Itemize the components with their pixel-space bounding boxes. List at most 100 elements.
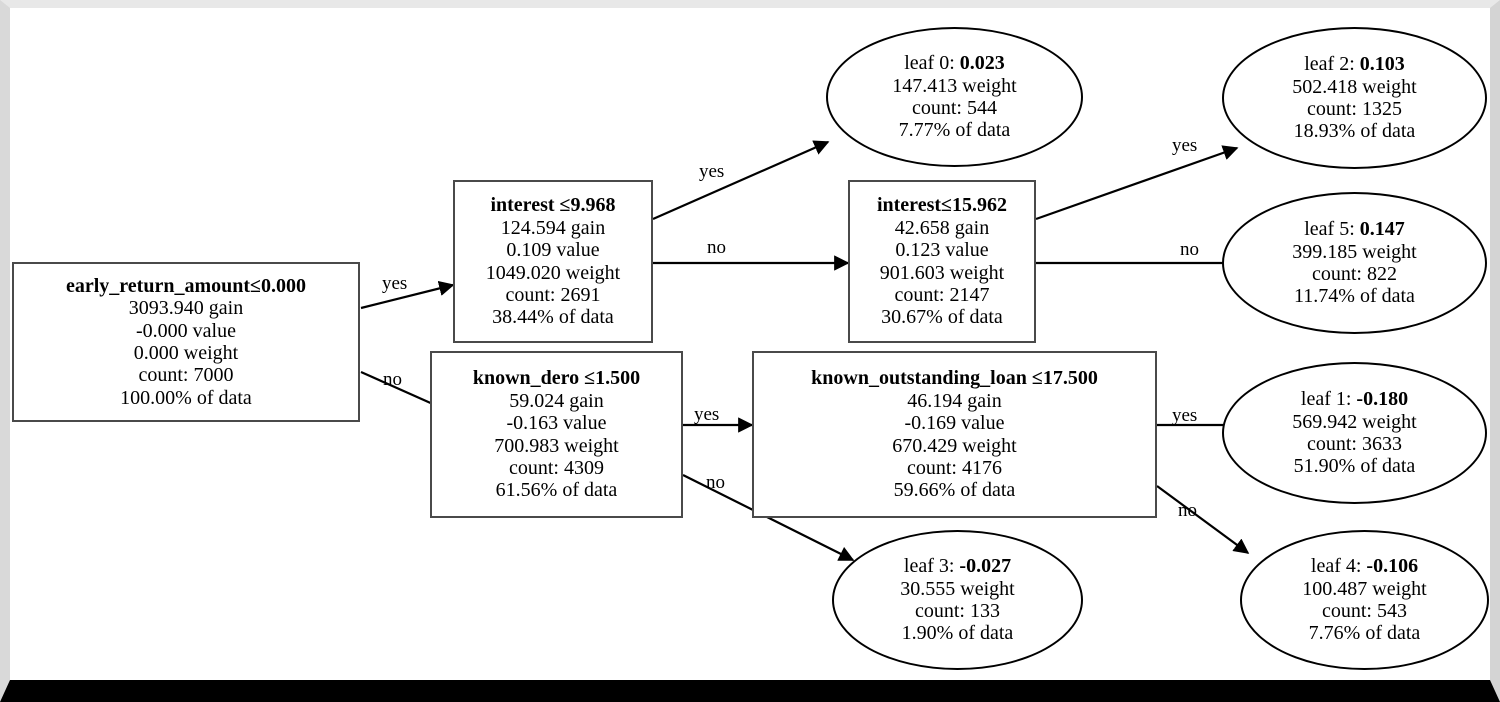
leaf-value: -0.106 bbox=[1366, 555, 1419, 578]
edge-label-interest15962-yes: yes bbox=[1172, 135, 1198, 156]
leaf-count: count: 133 bbox=[915, 600, 1000, 622]
node-weight: 901.603 weight bbox=[879, 261, 1005, 284]
node-header: known_outstanding_loan ≤17.500 bbox=[811, 367, 1098, 389]
node-threshold: 0.000 bbox=[261, 274, 307, 297]
leaf-label: leaf 3: bbox=[903, 555, 960, 578]
node-operator: ≤ bbox=[941, 194, 953, 217]
leaf-header: leaf 5: 0.147 bbox=[1304, 218, 1405, 240]
leaf-node-1[interactable]: leaf 1: -0.180 569.942 weight count: 363… bbox=[1222, 362, 1487, 504]
node-gain: 3093.940 gain bbox=[128, 297, 244, 320]
node-weight: 700.983 weight bbox=[494, 434, 619, 457]
node-value: -0.000 value bbox=[136, 319, 236, 342]
node-pct: 38.44% of data bbox=[492, 306, 614, 329]
leaf-pct: 18.93% of data bbox=[1293, 120, 1416, 143]
node-value: 0.123 value bbox=[895, 239, 989, 262]
edge-label-knowndero-yes: yes bbox=[694, 404, 720, 425]
node-count: count: 4309 bbox=[509, 456, 604, 479]
node-interest-9968[interactable]: interest ≤9.968 124.594 gain 0.109 value… bbox=[453, 180, 653, 343]
leaf-value: -0.027 bbox=[959, 555, 1012, 578]
node-value: 0.109 value bbox=[506, 239, 600, 262]
node-operator: ≤ bbox=[1031, 367, 1043, 390]
node-pct: 61.56% of data bbox=[495, 479, 618, 502]
leaf-label: leaf 1: bbox=[1300, 388, 1357, 411]
leaf-node-0[interactable]: leaf 0: 0.023 147.413 weight count: 544 … bbox=[826, 27, 1083, 167]
node-feature: early_return_amount bbox=[65, 274, 251, 297]
node-known-dero[interactable]: known_dero ≤1.500 59.024 gain -0.163 val… bbox=[430, 351, 683, 518]
leaf-header: leaf 0: 0.023 bbox=[904, 52, 1005, 74]
leaf-value: 0.023 bbox=[959, 52, 1005, 75]
leaf-header: leaf 3: -0.027 bbox=[904, 555, 1011, 577]
leaf-header: leaf 1: -0.180 bbox=[1301, 388, 1408, 410]
leaf-node-5[interactable]: leaf 5: 0.147 399.185 weight count: 822 … bbox=[1222, 192, 1487, 334]
leaf-weight: 100.487 weight bbox=[1302, 577, 1427, 600]
node-pct: 59.66% of data bbox=[893, 479, 1016, 502]
leaf-count: count: 1325 bbox=[1307, 98, 1402, 120]
node-gain: 124.594 gain bbox=[500, 216, 606, 239]
leaf-label: leaf 0: bbox=[904, 52, 960, 75]
node-early-return-amount[interactable]: early_return_amount≤0.000 3093.940 gain … bbox=[12, 262, 360, 422]
node-operator: ≤ bbox=[584, 367, 596, 390]
node-interest-15962[interactable]: interest≤15.962 42.658 gain 0.123 value … bbox=[848, 180, 1036, 343]
node-count: count: 4176 bbox=[907, 456, 1002, 479]
edge-label-root-yes: yes bbox=[382, 273, 408, 294]
node-gain: 42.658 gain bbox=[894, 216, 990, 239]
leaf-weight: 147.413 weight bbox=[892, 74, 1017, 97]
node-feature: known_outstanding_loan bbox=[811, 367, 1027, 390]
node-gain: 59.024 gain bbox=[509, 389, 604, 412]
leaf-weight: 30.555 weight bbox=[900, 577, 1015, 600]
node-feature: known_dero bbox=[472, 367, 580, 390]
node-feature: interest bbox=[876, 194, 942, 217]
edge-label-interest9968-no: no bbox=[707, 237, 726, 258]
node-gain: 46.194 gain bbox=[907, 389, 1002, 412]
leaf-count: count: 3633 bbox=[1307, 433, 1402, 455]
leaf-pct: 7.76% of data bbox=[1308, 622, 1421, 645]
leaf-pct: 7.77% of data bbox=[898, 119, 1011, 142]
edge-knownloan-no bbox=[1156, 485, 1250, 554]
leaf-label: leaf 5: bbox=[1304, 218, 1360, 241]
leaf-value: -0.180 bbox=[1356, 388, 1409, 411]
node-count: count: 2691 bbox=[505, 283, 601, 306]
node-threshold: 9.968 bbox=[570, 194, 616, 217]
leaf-weight: 569.942 weight bbox=[1292, 410, 1417, 433]
node-known-outstanding-loan[interactable]: known_outstanding_loan ≤17.500 46.194 ga… bbox=[752, 351, 1157, 518]
node-weight: 0.000 weight bbox=[133, 342, 239, 364]
node-count: count: 2147 bbox=[894, 283, 990, 306]
node-feature: interest bbox=[490, 194, 555, 217]
edge-label-knowndero-no: no bbox=[706, 472, 725, 493]
node-threshold: 1.500 bbox=[595, 367, 641, 390]
leaf-count: count: 543 bbox=[1322, 600, 1407, 622]
edge-label-knownloan-no: no bbox=[1178, 500, 1197, 521]
leaf-node-4[interactable]: leaf 4: -0.106 100.487 weight count: 543… bbox=[1240, 530, 1489, 670]
leaf-value: 0.103 bbox=[1359, 53, 1405, 76]
leaf-label: leaf 4: bbox=[1310, 555, 1367, 578]
leaf-pct: 1.90% of data bbox=[901, 622, 1014, 645]
leaf-pct: 11.74% of data bbox=[1294, 285, 1415, 308]
node-weight: 670.429 weight bbox=[892, 434, 1017, 457]
leaf-header: leaf 4: -0.106 bbox=[1311, 555, 1418, 577]
leaf-pct: 51.90% of data bbox=[1293, 455, 1416, 478]
leaf-node-2[interactable]: leaf 2: 0.103 502.418 weight count: 1325… bbox=[1222, 27, 1487, 169]
leaf-label: leaf 2: bbox=[1304, 53, 1360, 76]
leaf-count: count: 544 bbox=[912, 97, 997, 119]
edge-label-root-no: no bbox=[383, 369, 402, 390]
node-operator: ≤ bbox=[250, 274, 262, 297]
edge-interest9968-yes bbox=[652, 140, 830, 221]
node-value: -0.169 value bbox=[904, 412, 1005, 435]
edge-interest15962-yes bbox=[1035, 145, 1239, 221]
node-pct: 30.67% of data bbox=[881, 306, 1003, 329]
leaf-weight: 502.418 weight bbox=[1292, 75, 1417, 98]
node-pct: 100.00% of data bbox=[120, 386, 252, 409]
node-header: early_return_amount≤0.000 bbox=[66, 275, 306, 297]
node-value: -0.163 value bbox=[506, 412, 607, 435]
leaf-header: leaf 2: 0.103 bbox=[1304, 53, 1405, 75]
node-count: count: 7000 bbox=[138, 364, 234, 387]
node-header: interest ≤9.968 bbox=[490, 194, 615, 216]
edge-label-interest15962-no: no bbox=[1180, 239, 1199, 260]
leaf-node-3[interactable]: leaf 3: -0.027 30.555 weight count: 133 … bbox=[832, 530, 1083, 670]
leaf-count: count: 822 bbox=[1312, 263, 1397, 285]
node-operator: ≤ bbox=[559, 194, 571, 217]
node-threshold: 15.962 bbox=[952, 194, 1008, 217]
edge-label-knownloan-yes: yes bbox=[1172, 405, 1198, 426]
node-weight: 1049.020 weight bbox=[485, 261, 621, 284]
